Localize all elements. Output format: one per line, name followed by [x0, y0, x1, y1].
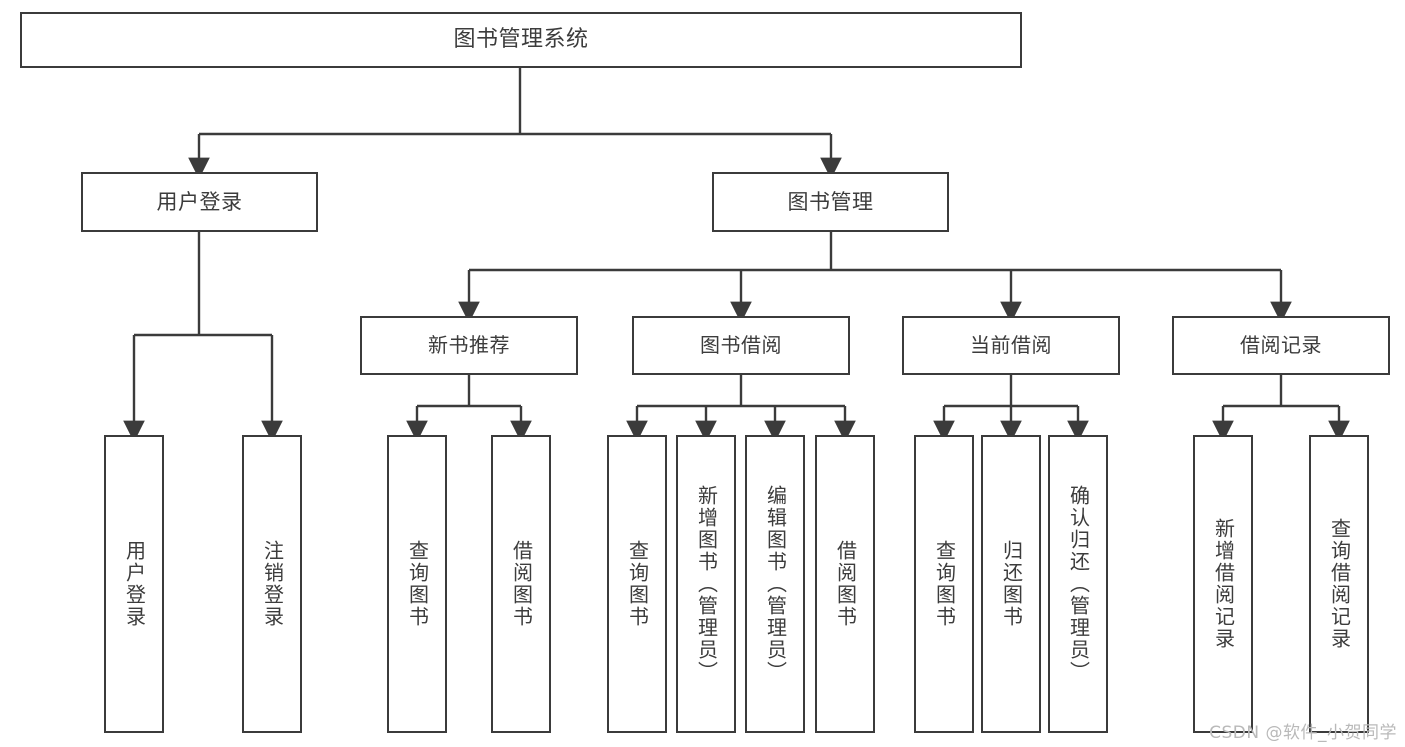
node-label: 新增图书（管理员）: [694, 485, 719, 683]
leaf-book-borrow-add-book-admin[interactable]: 新增图书（管理员）: [676, 435, 736, 733]
node-label: 归还图书: [999, 540, 1024, 628]
node-label: 新书推荐: [428, 333, 510, 357]
leaf-book-borrow-borrow-book[interactable]: 借阅图书: [815, 435, 875, 733]
node-label: 查询图书: [405, 540, 430, 628]
csdn-watermark: CSDN @软件_小贺同学: [1209, 723, 1397, 743]
node-label: 借阅图书: [833, 540, 858, 628]
node-label: 注销登录: [260, 540, 285, 628]
node-book-borrow[interactable]: 图书借阅: [632, 316, 850, 375]
node-label: 借阅图书: [509, 540, 534, 628]
leaf-current-borrow-query-book[interactable]: 查询图书: [914, 435, 974, 733]
node-label: 图书管理系统: [453, 27, 589, 53]
node-label: 查询图书: [932, 540, 957, 628]
node-book-management[interactable]: 图书管理: [712, 172, 949, 232]
node-root-book-management-system[interactable]: 图书管理系统: [20, 12, 1022, 68]
node-user-login[interactable]: 用户登录: [81, 172, 318, 232]
leaf-current-borrow-return-book[interactable]: 归还图书: [981, 435, 1041, 733]
node-label: 查询借阅记录: [1327, 518, 1352, 650]
node-label: 用户登录: [156, 189, 243, 214]
leaf-new-book-borrow-book[interactable]: 借阅图书: [491, 435, 551, 733]
leaf-new-book-query-book[interactable]: 查询图书: [387, 435, 447, 733]
leaf-book-borrow-query-book[interactable]: 查询图书: [607, 435, 667, 733]
leaf-user-login-login[interactable]: 用户登录: [104, 435, 164, 733]
leaf-borrow-record-add-record[interactable]: 新增借阅记录: [1193, 435, 1253, 733]
leaf-book-borrow-edit-book-admin[interactable]: 编辑图书（管理员）: [745, 435, 805, 733]
node-label: 新增借阅记录: [1211, 518, 1236, 650]
leaf-current-borrow-confirm-return-admin[interactable]: 确认归还（管理员）: [1048, 435, 1108, 733]
node-label: 查询图书: [625, 540, 650, 628]
leaf-user-login-logout[interactable]: 注销登录: [242, 435, 302, 733]
node-new-book-recommend[interactable]: 新书推荐: [360, 316, 578, 375]
node-label: 当前借阅: [970, 333, 1052, 357]
node-label: 图书借阅: [700, 333, 782, 357]
node-label: 图书管理: [787, 189, 874, 214]
node-label: 借阅记录: [1240, 333, 1322, 357]
node-label: 编辑图书（管理员）: [763, 485, 788, 683]
node-borrow-record[interactable]: 借阅记录: [1172, 316, 1390, 375]
node-current-borrow[interactable]: 当前借阅: [902, 316, 1120, 375]
node-label: 确认归还（管理员）: [1066, 485, 1091, 683]
leaf-borrow-record-query-record[interactable]: 查询借阅记录: [1309, 435, 1369, 733]
node-label: 用户登录: [122, 540, 147, 628]
